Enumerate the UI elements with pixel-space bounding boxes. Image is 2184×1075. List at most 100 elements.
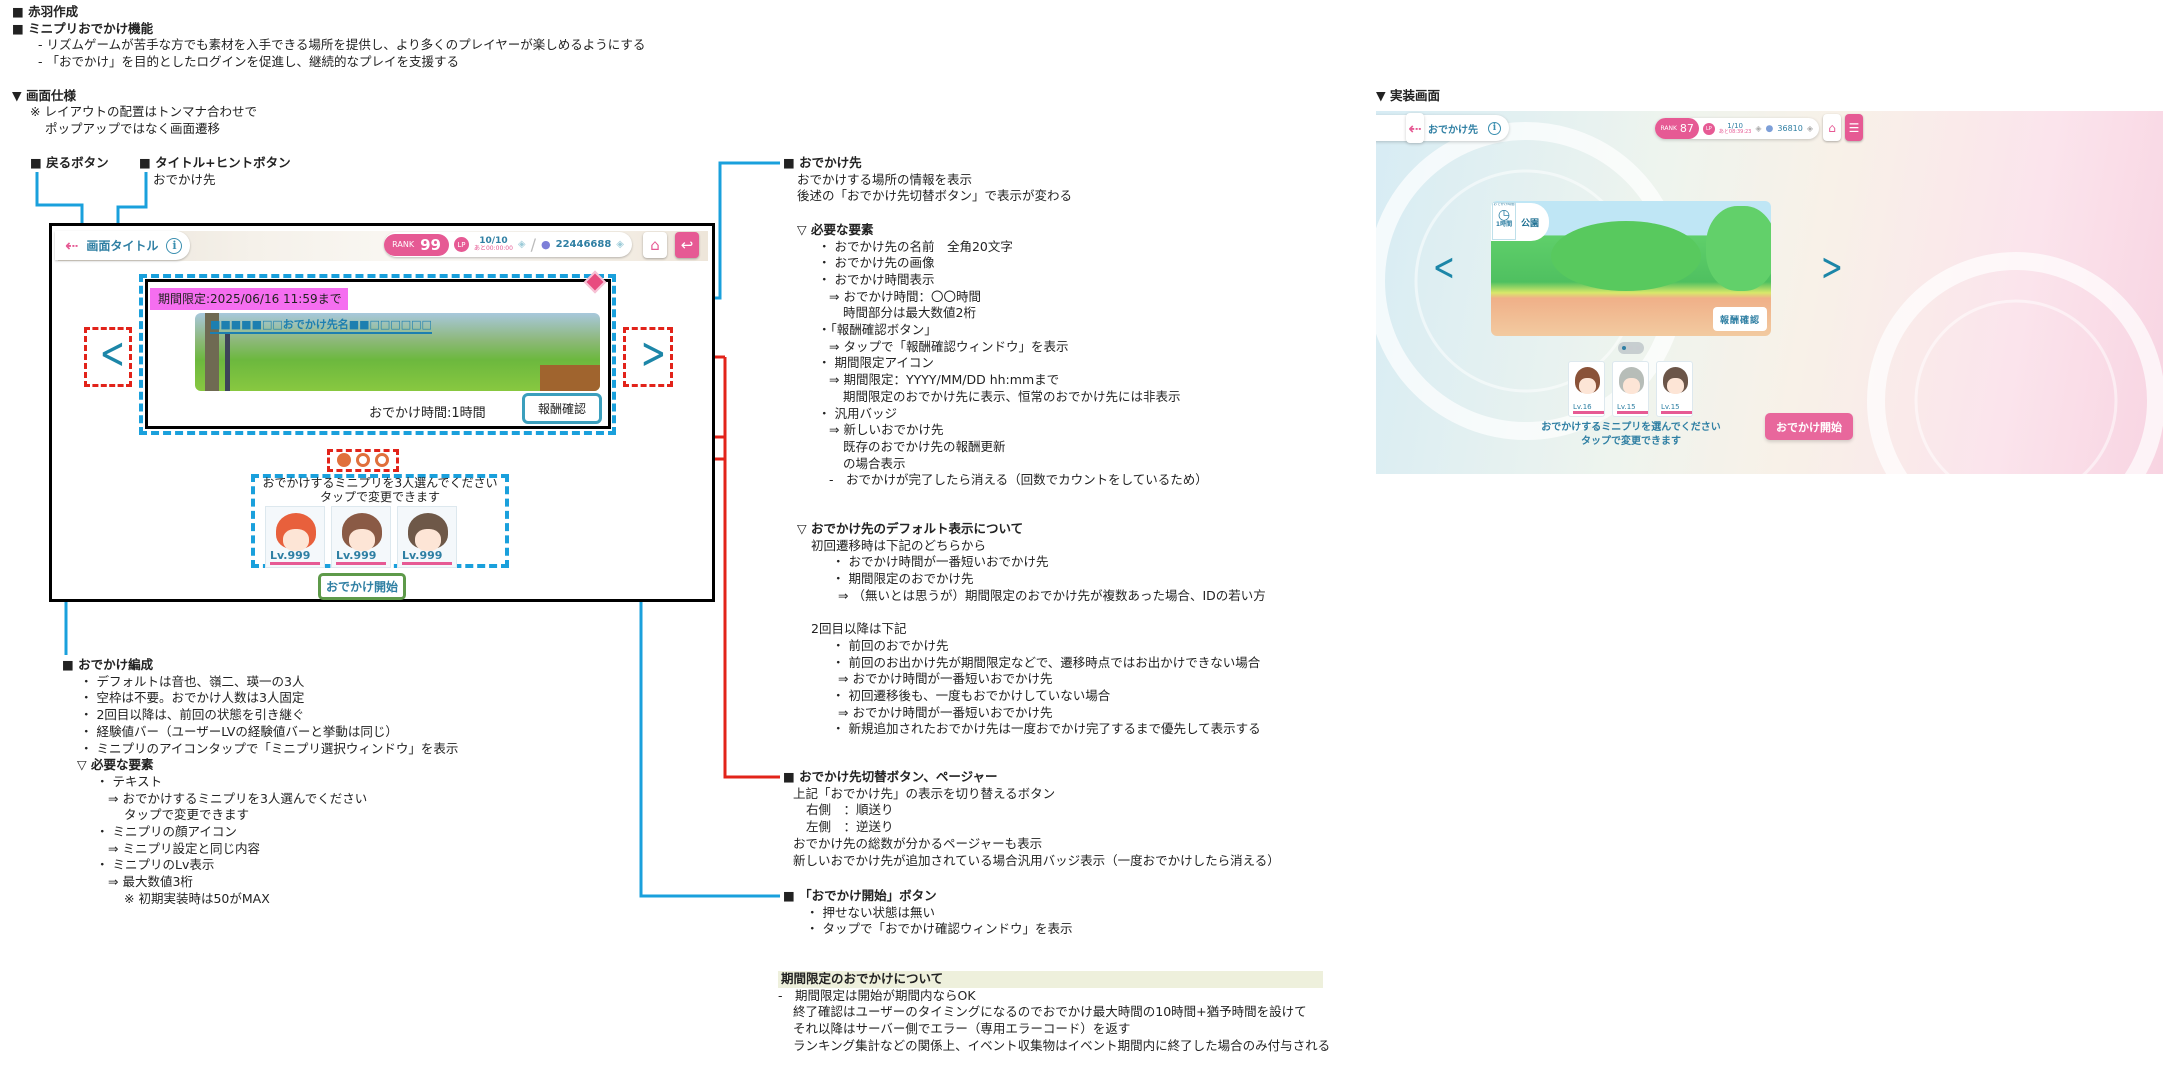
minipri-slot-3[interactable]: Lv.999	[397, 506, 457, 568]
pager-dot[interactable]	[356, 453, 370, 467]
pager-dot[interactable]	[375, 453, 389, 467]
tree-cluster	[1551, 221, 1701, 291]
reward-check-label: 報酬確認	[1719, 315, 1760, 326]
doc-header: ■ 赤羽作成 ■ ミニプリおでかけ機能 - リズムゲームが苦手な方でも素材を入手…	[12, 4, 645, 138]
limited-outing-spec: 期間限定のおでかけについて - 期間限定は開始が期間内ならOK 終了確認はユーザ…	[778, 971, 1330, 1055]
spec-line: ・ おでかけ時間が一番短いおでかけ先	[832, 554, 1049, 570]
callout-title-hint: ■ タイトル+ヒントボタン	[139, 155, 291, 170]
rank-value: 99	[420, 235, 441, 254]
clock-icon: ◷	[1497, 206, 1511, 223]
plus-diamond-icon[interactable]: ◈	[616, 239, 624, 250]
screen-spec-note: ポップアップではなく画面遷移	[45, 120, 221, 136]
rank-label: RANK	[1660, 125, 1677, 132]
start-button-spec: ■ 「おでかけ開始」ボタン ・ 押せない状態は無い ・ タップで「おでかけ確認ウ…	[783, 888, 1072, 938]
minipri-slot-2[interactable]: Lv.15	[1612, 361, 1649, 417]
minipri-slot-1[interactable]: Lv.16	[1568, 361, 1605, 417]
pager-dot[interactable]	[1622, 346, 1626, 350]
spec-line: ・ 期間限定のおでかけ先	[832, 571, 974, 587]
pager-dot[interactable]	[1636, 346, 1640, 350]
spec-line: 新しいおでかけ先が追加されている場合汎用バッジ表示（一度おでかけしたら消える）	[793, 852, 1280, 868]
spec-line: おでかけ先の総数が分かるページャーも表示	[793, 835, 1043, 851]
lp-value: 10/10	[479, 236, 508, 246]
spec-line: 上記「おでかけ先」の表示を切り替えるボタン	[793, 785, 1056, 801]
face	[415, 529, 441, 551]
duration-badge: おでかけ時間 ◷ 1時間	[1492, 202, 1516, 240]
plus-diamond-icon[interactable]: ◈	[517, 239, 526, 250]
spec-line: ・ 初回遷移後も、一度もおでかけしていない場合	[832, 688, 1111, 704]
hint-info-icon[interactable]: i	[166, 237, 183, 254]
spec-line: ・ ミニプリの顔アイコン	[96, 824, 237, 840]
rank-value: 87	[1679, 122, 1694, 135]
face	[1623, 378, 1640, 394]
start-outing-button[interactable]: おでかけ開始	[318, 573, 406, 600]
next-destination-button[interactable]: >	[640, 328, 667, 379]
connector-switch	[723, 357, 780, 779]
spec-line: ⇒ 期間限定：YYYY/MM/DD hh:mmまで	[829, 372, 1060, 388]
lamp-post	[225, 333, 230, 391]
minipri-level: Lv.999	[270, 549, 321, 565]
tree-cluster	[1706, 206, 1771, 291]
lp-timer: あと08:39:23	[1718, 128, 1752, 135]
home-button[interactable]: ⌂	[643, 232, 667, 258]
screen-spec-title: ▼ 画面仕様	[12, 87, 76, 103]
pager-dot[interactable]	[337, 453, 351, 467]
minipri-slot-2[interactable]: Lv.999	[331, 506, 391, 568]
lp-icon: LP	[453, 237, 469, 252]
feature-point: - 「おでかけ」を目的としたログインを促進し、継続的なプレイを支援する	[38, 54, 459, 70]
hint-info-icon[interactable]: i	[1488, 121, 1501, 135]
back-button[interactable]: ⇠	[1406, 113, 1424, 143]
destination-card: 期間限定:2025/06/16 11:59まで ■■■■■□□おでかけ先名■■□…	[145, 279, 611, 429]
spec-line: 既存のおでかけ先の報酬更新	[843, 438, 1006, 454]
reward-check-button[interactable]: 報酬確認	[522, 393, 602, 424]
spec-line: ・ 空枠は不要。おでかけ人数は3人固定	[80, 690, 305, 706]
destination-card-image: 公園 おでかけ時間 ◷ 1時間 報酬確認	[1491, 201, 1771, 336]
spec-line: 後述の「おでかけ先切替ボタン」で表示が変わる	[797, 188, 1073, 204]
return-button[interactable]: ↩	[675, 232, 699, 258]
plus-diamond-icon[interactable]: ◈	[1806, 124, 1813, 133]
back-arrow-icon[interactable]: ⇠	[65, 236, 79, 255]
duration-value: 1時間	[1495, 220, 1513, 228]
spec-line: ⇒ （無いとは思うが）期間限定のおでかけ先が複数あった場合、IDの若い方	[838, 587, 1266, 603]
start-outing-button[interactable]: おでかけ開始	[1765, 413, 1853, 440]
destination-name: 公園	[1521, 218, 1540, 229]
left-arrow-annotation	[84, 327, 132, 387]
pager-dot[interactable]	[1629, 346, 1633, 350]
author-line: ■ 赤羽作成	[12, 4, 79, 19]
spec-line: - おでかけが完了したら消える（回数でカウントをしているため）	[829, 472, 1208, 488]
party-instruction-line: おでかけするミニプリを選んでください	[1541, 422, 1721, 433]
face	[283, 529, 309, 551]
spec-line: ・ 汎用バッジ	[818, 405, 897, 421]
reward-check-button[interactable]: 報酬確認	[1713, 307, 1767, 331]
screen-spec-note: ※ レイアウトの配置はトンマナ合わせで	[30, 104, 257, 120]
minipri-slot-1[interactable]: Lv.999	[265, 506, 325, 568]
spec-line: それ以降はサーバー側でエラー（専用エラーコード）を返す	[793, 1021, 1131, 1037]
prev-destination-button[interactable]: <	[99, 328, 126, 379]
spec-line: ・ テキスト	[96, 773, 163, 789]
minipri-slot-3[interactable]: Lv.15	[1656, 361, 1693, 417]
spec-line: 時間部分は最大数値2桁	[843, 305, 976, 321]
bench	[540, 365, 600, 391]
spec-line: ・ おでかけ先の画像	[818, 255, 935, 271]
screen-title: おでかけ先	[1428, 124, 1478, 136]
spec-line: ・ 2回目以降は、前回の状態を引き継ぐ	[80, 707, 305, 723]
connector-start-button	[404, 585, 780, 898]
spec-line: ・ 新規追加されたおでかけ先は一度おでかけ完了するまで優先して表示する	[832, 721, 1261, 737]
face	[349, 529, 375, 551]
pager	[1618, 342, 1644, 354]
prev-destination-button[interactable]: <	[1432, 245, 1456, 289]
plus-diamond-icon[interactable]: ◈	[1755, 124, 1762, 133]
spec-line: 2回目以降は下記	[811, 621, 907, 637]
spec-line: ⇒ おでかけ時間：〇〇時間	[829, 288, 981, 304]
spec-line: ・ ミニプリのアイコンタップで「ミニプリ選択ウィンドウ」を表示	[80, 740, 459, 756]
home-button[interactable]: ⌂	[1823, 114, 1841, 141]
limited-time-label: 期間限定:2025/06/16 11:59まで	[150, 288, 348, 310]
menu-button[interactable]: ☰	[1845, 114, 1863, 141]
section-heading: 期間限定のおでかけについて	[778, 971, 1323, 988]
spec-line: ・ おでかけ先の名前 全角20文字	[818, 238, 1013, 254]
next-destination-button[interactable]: >	[1820, 245, 1844, 289]
spec-line: おでかけする場所の情報を表示	[797, 171, 973, 187]
